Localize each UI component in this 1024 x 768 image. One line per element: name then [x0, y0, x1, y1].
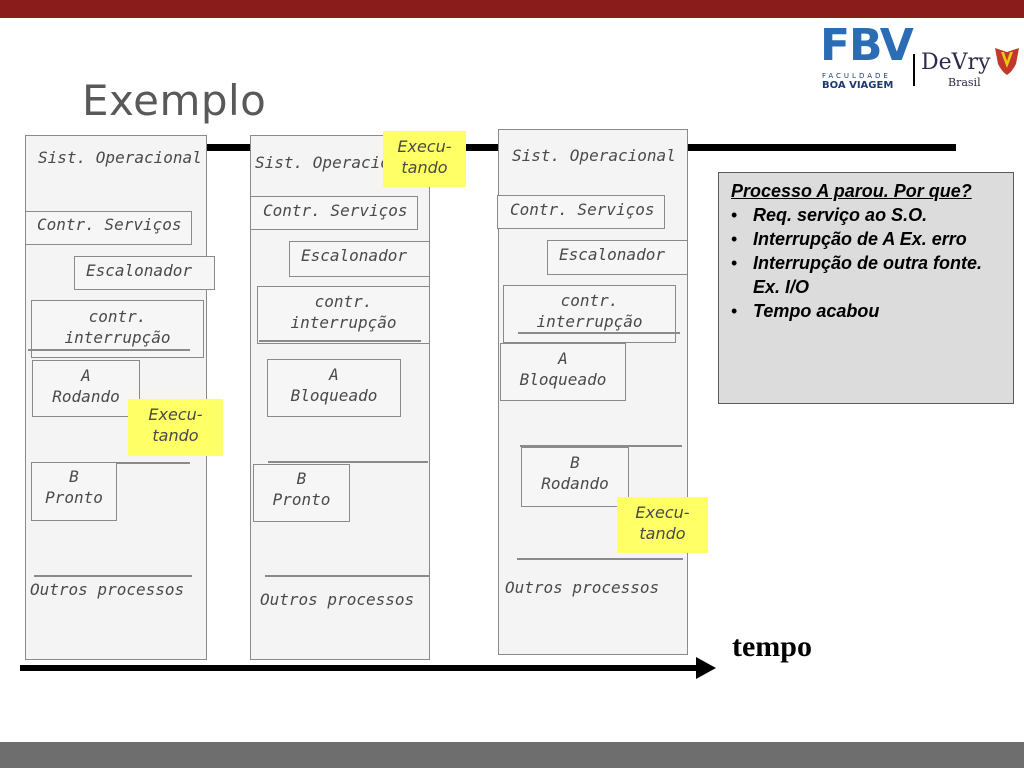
- executando-highlight: [383, 131, 466, 187]
- top-timeline-line: [680, 144, 956, 151]
- divider: [259, 340, 421, 342]
- executando-label: Execu-tando: [397, 137, 452, 177]
- executando-highlight: [617, 497, 708, 553]
- interrupcao-label: contr.interrupção: [64, 307, 171, 347]
- divider: [28, 349, 190, 351]
- list-item: •Req. serviço ao S.O.: [731, 205, 928, 225]
- process-b-box: [521, 447, 629, 507]
- process-b-box: [31, 462, 117, 521]
- process-b-box: [253, 464, 350, 522]
- so-label: Sist. Operacional: [255, 153, 383, 172]
- escalonador-box: [547, 240, 688, 275]
- slide-title: Exemplo: [82, 76, 267, 125]
- list-item: •Interrupção de outra fonte. Ex. I/O: [731, 253, 983, 297]
- escalonador-label: Escalonador: [301, 246, 407, 265]
- divider: [517, 558, 683, 560]
- logo-faculdade-text: FACULDADE: [822, 72, 891, 80]
- servicos-label: Contr. Serviços: [510, 200, 655, 219]
- escalonador-box: [74, 256, 215, 290]
- servicos-box: [497, 195, 665, 229]
- interrupcao-label: contr.interrupção: [290, 292, 397, 332]
- escalonador-label: Escalonador: [559, 245, 665, 264]
- interrupcao-box: [31, 300, 204, 358]
- divider: [518, 332, 680, 334]
- list-item: •Tempo acabou: [731, 301, 880, 321]
- executando-highlight: [128, 399, 223, 456]
- logo-brasil-text: Brasil: [948, 76, 981, 89]
- explanation-note: Processo A parou. Por que? •Req. serviço…: [718, 172, 1014, 404]
- interrupcao-box: [257, 286, 430, 344]
- so-label: Sist. Operacional: [512, 146, 676, 165]
- servicos-box: [250, 196, 418, 230]
- bottom-bar: [0, 742, 1024, 768]
- process-a-box: [267, 359, 401, 417]
- logo-separator: [913, 54, 915, 86]
- logo-fbv-text: FBV: [820, 20, 914, 71]
- process-a-box: [500, 343, 626, 401]
- process-a-box: [32, 360, 140, 417]
- note-heading: Processo A parou. Por que?: [731, 181, 972, 201]
- escalonador-box: [289, 241, 430, 277]
- shield-icon: [995, 48, 1019, 75]
- servicos-label: Contr. Serviços: [263, 201, 408, 220]
- outros-processos-label: Outros processos: [260, 590, 415, 609]
- logo-boa-viagem-text: BOA VIAGEM: [822, 80, 894, 91]
- divider: [34, 575, 192, 577]
- executando-label: Execu-tando: [148, 405, 203, 445]
- divider: [265, 575, 430, 577]
- servicos-box: [25, 211, 192, 245]
- logo: FBV FACULDADE BOA VIAGEM DeVry Brasil: [810, 16, 1020, 94]
- executando-label: Execu-tando: [635, 503, 690, 543]
- arrow-right-icon: [696, 657, 716, 679]
- logo-devry-text: DeVry: [921, 50, 991, 75]
- time-axis-label: tempo: [732, 630, 812, 663]
- list-item: •Interrupção de A Ex. erro: [731, 229, 967, 249]
- interrupcao-label: contr.interrupção: [536, 291, 643, 331]
- reason-list: •Req. serviço ao S.O. •Interrupção de A …: [731, 203, 1001, 323]
- divider: [520, 445, 682, 447]
- servicos-label: Contr. Serviços: [37, 215, 182, 234]
- so-label: Sist. Operacional: [38, 148, 202, 167]
- escalonador-label: Escalonador: [86, 261, 192, 280]
- top-bar: [0, 0, 1024, 18]
- outros-processos-label: Outros processos: [30, 580, 185, 599]
- divider: [268, 461, 428, 463]
- outros-processos-label: Outros processos: [505, 578, 660, 597]
- time-axis-line: [20, 665, 700, 671]
